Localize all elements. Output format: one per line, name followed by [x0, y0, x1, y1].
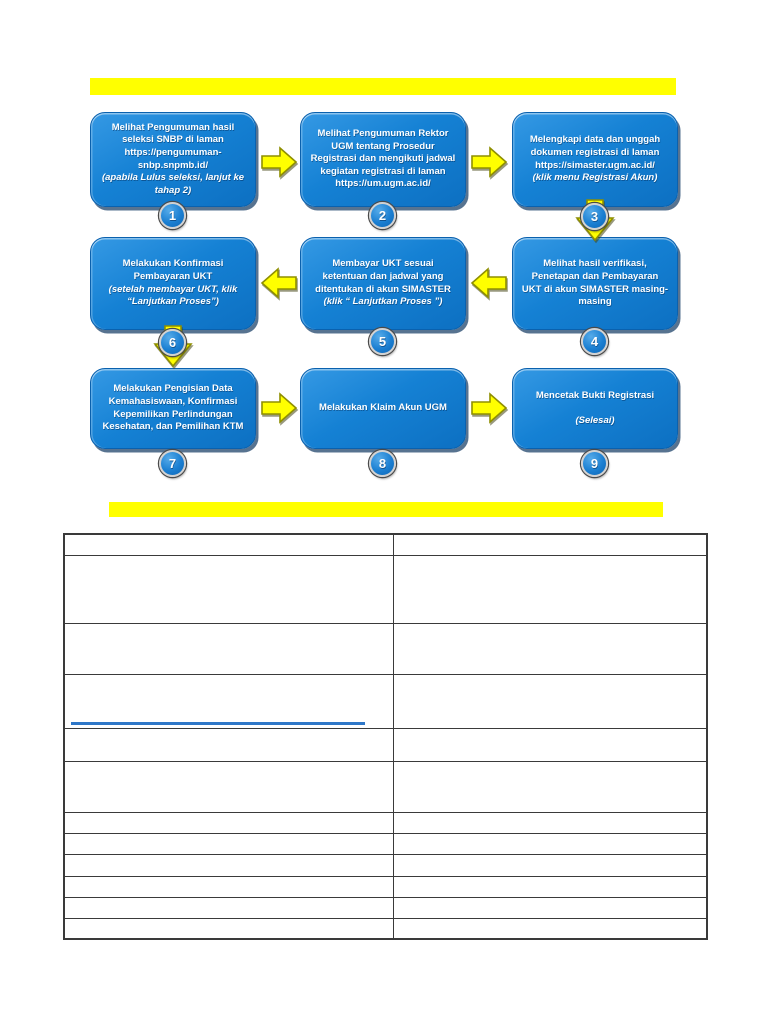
- arrow-right-icon: [471, 146, 508, 178]
- table-row: [63, 622, 708, 675]
- info-table: [63, 533, 708, 940]
- table-cell: [392, 622, 708, 675]
- arrow-right-icon: [261, 146, 298, 178]
- table-row: [63, 760, 708, 813]
- flow-step-7: Melakukan Pengisian Data Kemahasiswaan, …: [90, 368, 256, 449]
- table-cell: [392, 832, 708, 855]
- table-cell: [63, 853, 394, 877]
- step-number-badge: 3: [581, 203, 608, 230]
- flow-step-7-text: Melakukan Pengisian Data Kemahasiswaan, …: [102, 383, 244, 433]
- table-cell: [392, 533, 708, 556]
- arrow-left-icon: [260, 267, 297, 299]
- table-row: [63, 727, 708, 762]
- flow-step-6-text: Melakukan Konfirmasi Pembayaran UKT: [122, 258, 224, 282]
- table-cell: [63, 896, 394, 919]
- arrow-right-icon: [261, 392, 298, 424]
- table-cell: [63, 917, 394, 940]
- table-cell: [392, 853, 708, 877]
- flow-step-1-note: (apabila Lulus seleksi, lanjut ke tahap …: [101, 172, 245, 196]
- table-row: [63, 533, 708, 556]
- flow-step-8-text: Melakukan Klaim Akun UGM: [319, 402, 447, 414]
- flow-step-3: Melengkapi data dan unggah dokumen regis…: [512, 112, 678, 207]
- flow-step-8: Melakukan Klaim Akun UGM: [300, 368, 466, 449]
- table-row: [63, 896, 708, 919]
- flow-step-5: Membayar UKT sesuai ketentuan dan jadwal…: [300, 237, 466, 330]
- flow-step-9-note: (Selesai): [575, 414, 615, 426]
- step-number-badge: 9: [581, 450, 608, 477]
- table-cell: [63, 533, 394, 556]
- table-row: [63, 875, 708, 898]
- arrow-left-icon: [470, 267, 507, 299]
- step-number-badge: 5: [369, 328, 396, 355]
- flow-step-9-text: Mencetak Bukti Registrasi: [535, 389, 655, 401]
- flow-step-5-text: Membayar UKT sesuai ketentuan dan jadwal…: [315, 258, 451, 295]
- table-cell: [63, 622, 394, 675]
- step-number-badge: 1: [159, 202, 186, 229]
- table-cell: [392, 917, 708, 940]
- table-cell: [392, 554, 708, 624]
- table-cell: [392, 673, 708, 729]
- table-row: [63, 917, 708, 940]
- flow-step-9: Mencetak Bukti Registrasi (Selesai): [512, 368, 678, 449]
- flow-step-2: Melihat Pengumuman Rektor UGM tentang Pr…: [300, 112, 466, 207]
- table-cell: [63, 727, 394, 762]
- step-number-badge: 4: [581, 328, 608, 355]
- step-number-badge: 8: [369, 450, 396, 477]
- flow-step-4: Melihat hasil verifikasi, Penetapan dan …: [512, 237, 678, 330]
- flow-step-6: Melakukan Konfirmasi Pembayaran UKT (set…: [90, 237, 256, 330]
- step-number-badge: 7: [159, 450, 186, 477]
- table-cell: [63, 811, 394, 834]
- table-row: [63, 673, 708, 729]
- flow-step-5-note: (klik “ Lanjutkan Proses ”): [323, 296, 443, 308]
- table-cell: [63, 760, 394, 813]
- table-cell: [392, 896, 708, 919]
- table-cell: [392, 760, 708, 813]
- arrow-right-icon: [471, 392, 508, 424]
- table-cell: [392, 727, 708, 762]
- table-row: [63, 811, 708, 834]
- top-highlight-bar: [90, 78, 676, 95]
- bottom-highlight-bar: [109, 502, 663, 517]
- flow-step-3-text: Melengkapi data dan unggah dokumen regis…: [529, 134, 661, 171]
- step-number-badge: 6: [159, 329, 186, 356]
- table-row: [63, 832, 708, 855]
- table-cell: [392, 811, 708, 834]
- flow-step-1-text: Melihat Pengumuman hasil seleksi SNBP di…: [111, 121, 235, 171]
- info-table-body: [63, 533, 708, 940]
- flow-step-2-text: Melihat Pengumuman Rektor UGM tentang Pr…: [310, 128, 456, 190]
- flow-step-1: Melihat Pengumuman hasil seleksi SNBP di…: [90, 112, 256, 207]
- step-number-badge: 2: [369, 202, 396, 229]
- table-cell: [63, 554, 394, 624]
- table-row: [63, 554, 708, 624]
- table-cell: [63, 673, 394, 729]
- table-cell: [392, 875, 708, 898]
- empty-link-underline[interactable]: [71, 721, 365, 725]
- flow-step-4-text: Melihat hasil verifikasi, Penetapan dan …: [521, 258, 669, 308]
- table-row: [63, 853, 708, 877]
- flow-step-6-note: (setelah membayar UKT, klik “Lanjutkan P…: [108, 283, 238, 308]
- flow-step-3-note: (klik menu Registrasi Akun): [532, 172, 658, 184]
- table-cell: [63, 875, 394, 898]
- table-cell: [63, 832, 394, 855]
